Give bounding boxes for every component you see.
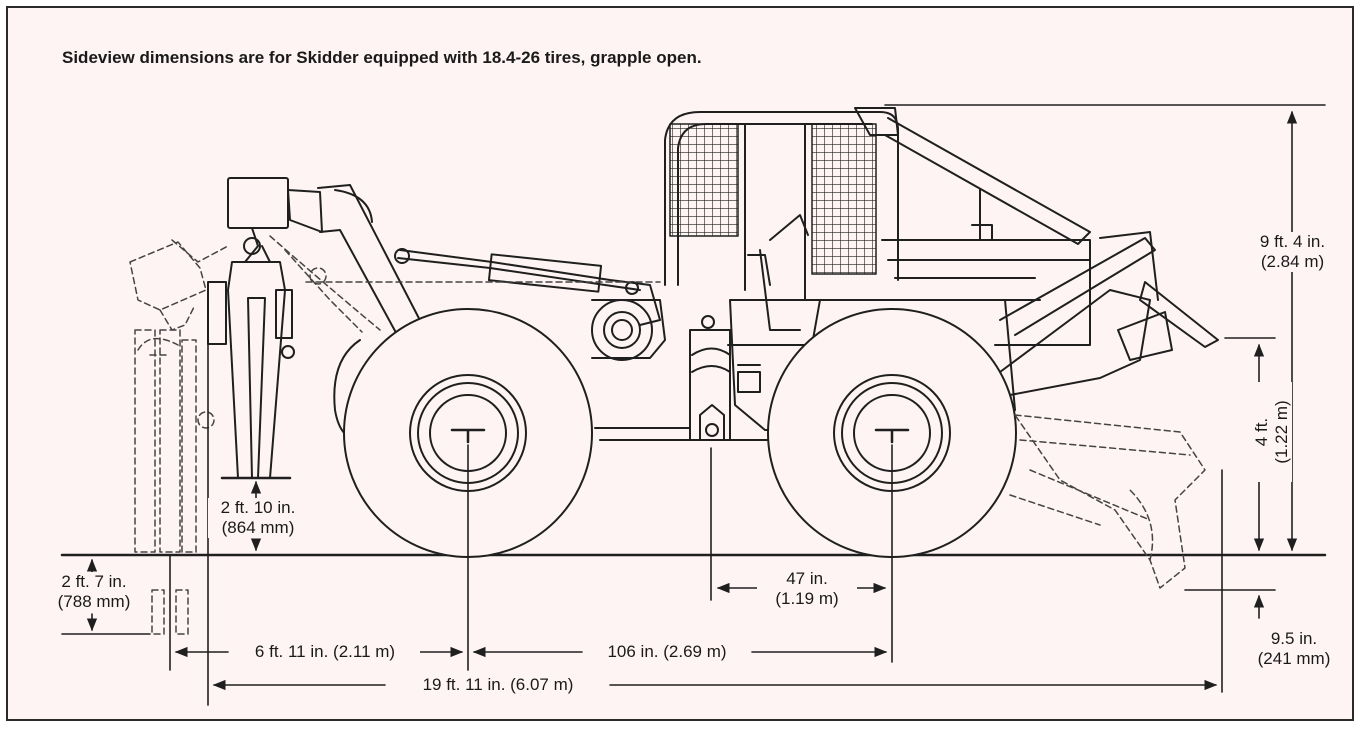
overall-height-label: 9 ft. 4 in. (2.84 m) — [1245, 232, 1340, 272]
grapple-below-ground-label: 2 ft. 7 in. (788 mm) — [44, 572, 144, 612]
grapple-to-rear-axle-label: 6 ft. 11 in. (2.11 m) — [230, 642, 420, 662]
blade-depth-imperial: 9.5 in. — [1270, 629, 1318, 648]
blade-height-metric: (1.22 m) — [1272, 400, 1291, 464]
grapple-boom — [317, 184, 426, 341]
overall-height-imperial: 9 ft. 4 in. — [1259, 232, 1326, 251]
grapple-below-ground-metric: (788 mm) — [57, 592, 131, 611]
hitch-to-axle-label: 47 in. (1.19 m) — [757, 569, 857, 609]
wheelbase-text: 106 in. (2.69 m) — [607, 642, 727, 661]
grapple-clearance-imperial: 2 ft. 10 in. — [220, 498, 296, 517]
grapple-clearance-label: 2 ft. 10 in. (864 mm) — [208, 498, 308, 538]
cab-mesh-right — [811, 123, 877, 275]
blade — [1139, 281, 1219, 348]
blade-depth-metric: (241 mm) — [1257, 649, 1331, 668]
blade-height-imperial: 4 ft. — [1252, 417, 1271, 447]
dimension-lines — [61, 104, 1326, 706]
grapple-tongs — [227, 261, 286, 479]
grapple-below-ground-imperial: 2 ft. 7 in. — [61, 572, 127, 591]
blade-depth-label: 9.5 in. (241 mm) — [1244, 629, 1344, 669]
grapple-clearance-metric: (864 mm) — [221, 518, 295, 537]
diagram-title: Sideview dimensions are for Skidder equi… — [62, 48, 702, 67]
hitch-to-axle-metric: (1.19 m) — [775, 589, 839, 608]
grapple-to-rear-axle-text: 6 ft. 11 in. (2.11 m) — [254, 642, 396, 661]
wheelbase-label: 106 in. (2.69 m) — [584, 642, 750, 662]
blade-height-label: 4 ft. (1.22 m) — [1252, 382, 1292, 482]
overall-height-metric: (2.84 m) — [1260, 252, 1325, 271]
dashed-positions — [129, 235, 1206, 635]
overall-length-label: 19 ft. 11 in. (6.07 m) — [388, 675, 608, 695]
winch-drum — [591, 299, 653, 361]
overall-length-text: 19 ft. 11 in. (6.07 m) — [422, 675, 574, 694]
hitch-to-axle-imperial: 47 in. — [786, 569, 828, 588]
cab-mesh-left — [669, 123, 739, 237]
skidder-body — [207, 107, 1219, 480]
